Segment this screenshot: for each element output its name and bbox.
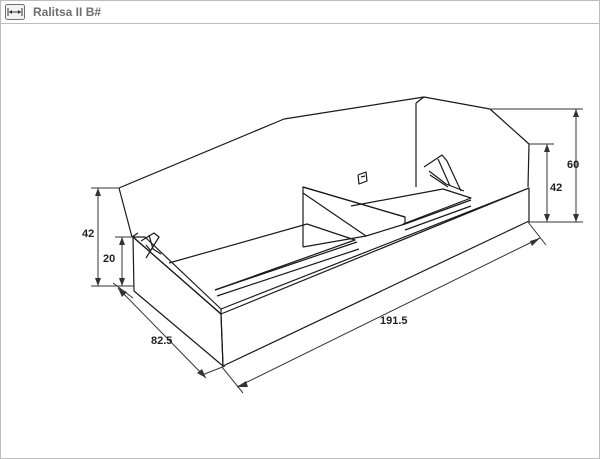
right-floor-rail: [404, 199, 472, 225]
left-floor-inner: [168, 223, 356, 291]
right-lift-hinge: [423, 154, 465, 192]
label-height-20: 20: [103, 253, 115, 265]
left-floor-rail-lower: [216, 248, 360, 297]
middle-divider-base: [302, 235, 367, 248]
label-height-60: 60: [567, 159, 579, 171]
left-floor-rail: [214, 241, 358, 291]
box-top-rim: [133, 187, 530, 310]
front-box-long-face: [220, 187, 530, 367]
label-length-191-5: 191.5: [380, 315, 408, 327]
right-floor-inner: [350, 188, 472, 225]
headboard-inner-corner: [415, 96, 425, 104]
title-bar: Ralitsa II B#: [1, 1, 599, 24]
label-height-right-42: 42: [550, 182, 562, 194]
left-lift-hinge: [140, 232, 162, 259]
middle-divider: [302, 186, 406, 237]
middle-divider-top: [302, 186, 406, 218]
headboard-latch: [357, 171, 368, 185]
headboard-outline: [118, 96, 530, 189]
right-floor-rail-lower: [404, 205, 472, 231]
dimensions-arrow-icon: [5, 4, 25, 20]
label-height-left-42: 42: [82, 228, 94, 240]
left-end-panel: [118, 187, 139, 238]
box-left-rim: [132, 236, 222, 315]
diagram-title: Ralitsa II B#: [33, 5, 102, 19]
dimension-line-82-5: [117, 287, 207, 379]
bed-dimension-drawing: 60 42 42 20 82.5 191.5: [82, 96, 583, 394]
label-depth-82-5: 82.5: [151, 335, 172, 347]
dimension-line-191-5: [236, 237, 541, 388]
